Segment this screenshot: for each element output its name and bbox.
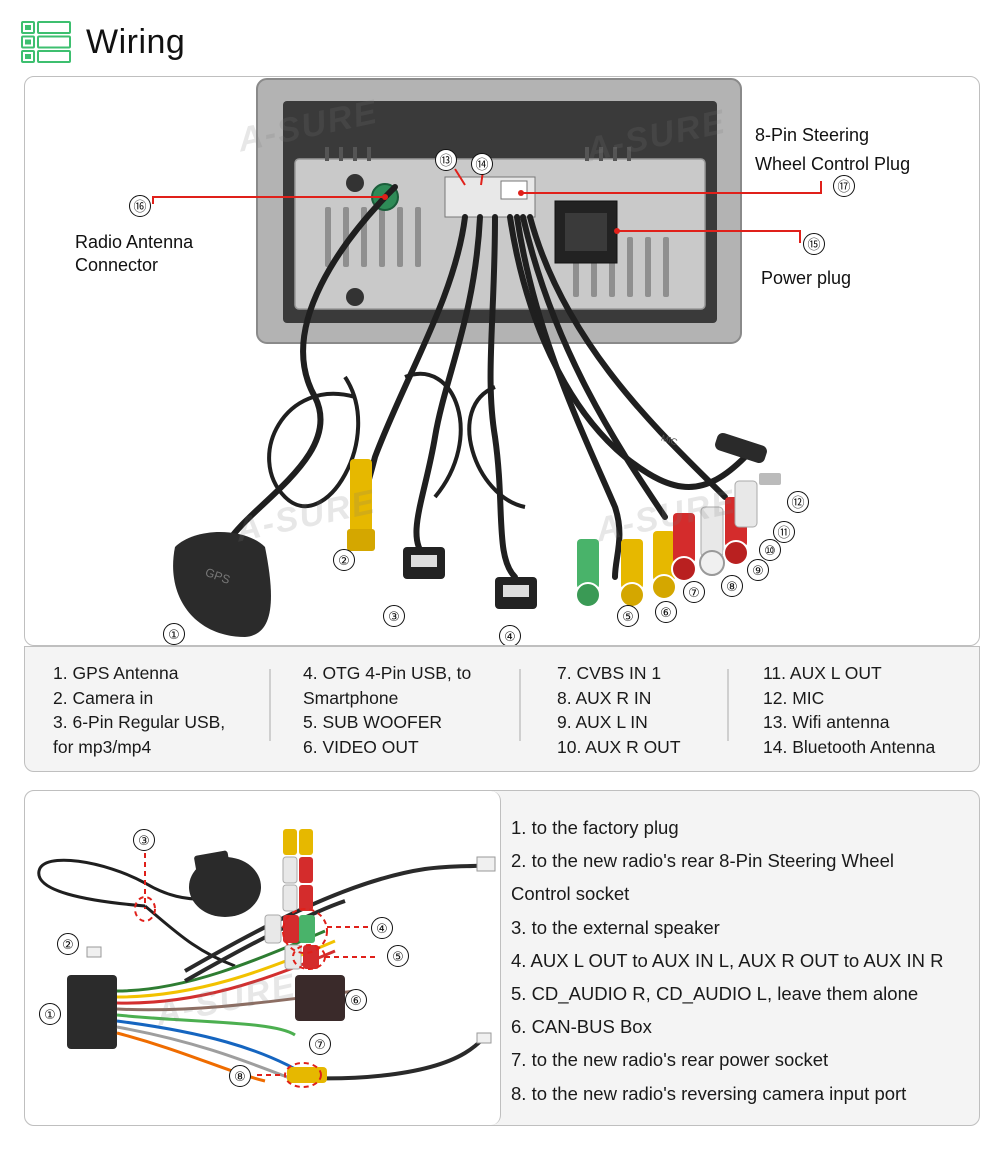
callout-17-num: ⑰ — [833, 175, 855, 197]
legend-item: 6. VIDEO OUT — [303, 736, 419, 757]
step-item: 6. CAN-BUS Box — [511, 1016, 652, 1038]
connector-legend: 1. GPS Antenna 2. Camera in 3. 6-Pin Reg… — [24, 646, 980, 772]
legend-divider — [519, 669, 521, 741]
step-item: 5. CD_AUDIO R, CD_AUDIO L, leave them al… — [511, 983, 919, 1005]
harness-install-panel: A-SURE ③ ② ① ④ ⑤ ⑥ ⑦ ⑧ 1. to the factory… — [24, 790, 980, 1126]
legend-column-4: 11. AUX L OUT 12. MIC 13. Wifi antenna 1… — [763, 661, 935, 759]
legend-item: 9. AUX L IN — [557, 712, 648, 732]
harness-7-num: ⑦ — [309, 1033, 331, 1055]
connector-9-num: ⑨ — [747, 559, 769, 581]
legend-column-3: 7. CVBS IN 1 8. AUX R IN 9. AUX L IN 10.… — [557, 661, 681, 759]
callout-13-num: ⑬ — [435, 149, 457, 171]
callout-radio-antenna: Radio Antenna Connector — [75, 232, 194, 275]
connector-11-num: ⑪ — [773, 521, 795, 543]
legend-item: 14. Bluetooth Antenna — [763, 736, 936, 757]
legend-divider — [727, 669, 729, 741]
step-item: 2. to the new radio's rear 8-Pin Steerin… — [511, 850, 894, 905]
callout-15-num: ⑮ — [803, 233, 825, 255]
callout-16-num: ⑯ — [129, 195, 151, 217]
connector-7-num: ⑦ — [683, 581, 705, 603]
connector-12-num: ⑫ — [787, 491, 809, 513]
harness-8-num: ⑧ — [229, 1065, 251, 1087]
callout-steering-plug: 8-Pin Steering Wheel Control Plug — [755, 125, 911, 174]
step-item: 3. to the external speaker — [511, 916, 720, 938]
legend-item: 4. OTG 4-Pin USB, to Smartphone — [303, 663, 472, 708]
callout-14-num: ⑭ — [471, 153, 493, 175]
connector-6-num: ⑥ — [655, 601, 677, 623]
connector-5-num: ⑤ — [617, 605, 639, 627]
legend-column-2: 4. OTG 4-Pin USB, to Smartphone 5. SUB W… — [303, 661, 471, 759]
legend-item: 3. 6-Pin Regular USB, for mp3/mp4 — [53, 712, 226, 757]
legend-divider — [269, 669, 271, 741]
legend-item: 10. AUX R OUT — [557, 736, 681, 757]
connector-4-num: ④ — [499, 625, 521, 645]
connector-1-num: ① — [163, 623, 185, 645]
legend-item: 12. MIC — [763, 687, 825, 708]
legend-item: 2. Camera in — [53, 687, 154, 708]
step-item: 8. to the new radio's reversing camera i… — [511, 1082, 907, 1104]
connector-3-num: ③ — [383, 605, 405, 627]
legend-column-1: 1. GPS Antenna 2. Camera in 3. 6-Pin Reg… — [53, 661, 225, 759]
harness-drawing — [37, 829, 496, 1088]
page-title: Wiring — [86, 22, 186, 61]
legend-item: 13. Wifi antenna — [763, 712, 890, 732]
install-steps: 1. to the factory plug 2. to the new rad… — [511, 811, 944, 1110]
connector-2-num: ② — [333, 549, 355, 571]
legend-item: 5. SUB WOOFER — [303, 712, 443, 732]
legend-item: 8. AUX R IN — [557, 687, 652, 708]
harness-3-num: ③ — [133, 829, 155, 851]
legend-item: 11. AUX L OUT — [763, 663, 882, 683]
step-item: 7. to the new radio's rear power socket — [511, 1049, 829, 1071]
harness-5-num: ⑤ — [387, 945, 409, 967]
list-icon — [20, 20, 72, 64]
harness-illustration: A-SURE ③ ② ① ④ ⑤ ⑥ ⑦ ⑧ — [25, 791, 501, 1125]
step-item: 4. AUX L OUT to AUX IN L, AUX R OUT to A… — [511, 949, 944, 971]
connector-8-num: ⑧ — [721, 575, 743, 597]
callout-power-plug: Power plug — [761, 268, 852, 288]
page-header: Wiring — [20, 18, 185, 66]
harness-1-num: ① — [39, 1003, 61, 1025]
head-unit-diagram: A-SURE A-SURE A-SURE A-SURE GPS MIC ⑯ Ra… — [24, 76, 980, 646]
legend-item: 7. CVBS IN 1 — [557, 663, 662, 683]
legend-item: 1. GPS Antenna — [53, 663, 179, 683]
step-item: 1. to the factory plug — [511, 817, 679, 838]
harness-6-num: ⑥ — [345, 989, 367, 1011]
harness-4-num: ④ — [371, 917, 393, 939]
connector-10-num: ⑩ — [759, 539, 781, 561]
harness-2-num: ② — [57, 933, 79, 955]
head-unit-illustration — [152, 78, 822, 637]
